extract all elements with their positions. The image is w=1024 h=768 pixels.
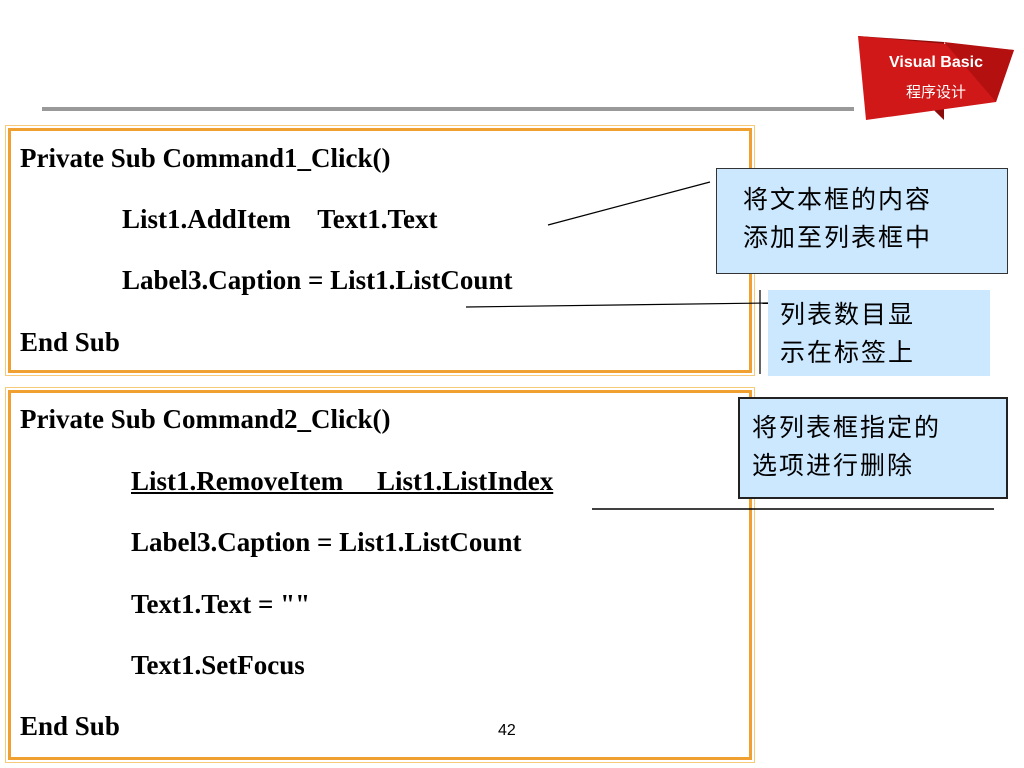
code-line: End Sub [20,327,120,357]
code-line: Text1.Text = "" [131,589,311,619]
visual-basic-logo-icon [858,36,1014,120]
callout-text: 选项进行删除 [752,451,915,480]
logo-title: Visual Basic [889,54,983,71]
code-line: Label3.Caption = List1.ListCount [131,527,522,557]
code-block-command1 [5,125,755,376]
code-line: Private Sub Command1_Click() [20,143,391,173]
code-line: Text1.SetFocus [131,650,305,680]
code-line: List1.AddItem Text1.Text [122,204,438,234]
callout-text: 示在标签上 [780,338,916,367]
callout-text: 添加至列表框中 [743,223,933,252]
code-block-command2 [5,387,755,763]
callout-text: 列表数目显 [780,300,916,329]
code-line-underlined: List1.RemoveItem List1.ListIndex [131,466,554,496]
callout-text: 将列表框指定的 [752,413,942,442]
callout-text: 将文本框的内容 [743,185,933,214]
callout-add-item: 将文本框的内容 添加至列表框中 [716,168,1008,274]
code-line: End Sub [20,711,120,741]
header-rule [42,107,854,111]
code-line: Private Sub Command2_Click() [20,404,391,434]
code-line: Label3.Caption = List1.ListCount [122,265,513,295]
callout-remove-item: 将列表框指定的 选项进行删除 [738,397,1008,499]
logo-subtitle: 程序设计 [905,83,966,101]
callout-list-count: 列表数目显 示在标签上 [768,290,990,376]
page-number: 42 [498,722,516,739]
